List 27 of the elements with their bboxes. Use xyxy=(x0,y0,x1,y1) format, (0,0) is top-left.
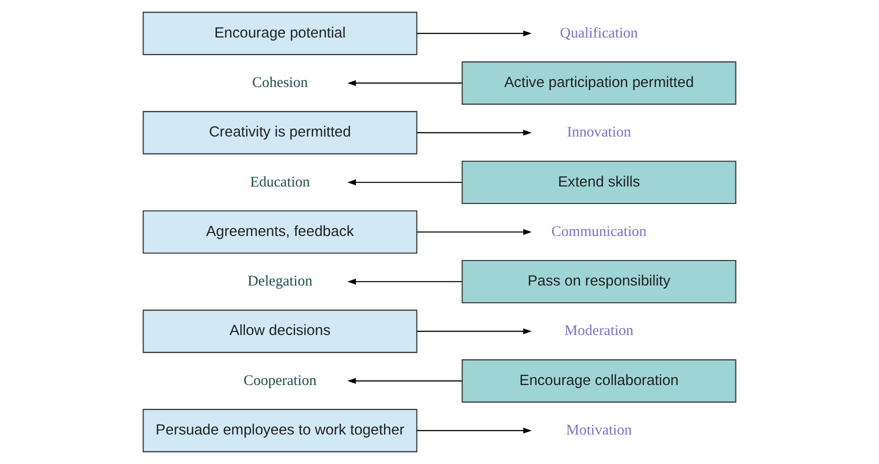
arrow xyxy=(347,378,462,384)
node-text: Qualification xyxy=(560,25,638,42)
node-text: Cooperation xyxy=(244,372,317,389)
node-box: Encourage potential xyxy=(142,12,418,56)
node-box: Active participation permitted xyxy=(462,61,736,105)
node-text: Innovation xyxy=(567,124,631,141)
node-box: Agreements, feedback xyxy=(142,210,418,254)
arrow xyxy=(347,80,462,86)
node-text: Education xyxy=(250,174,310,190)
arrow xyxy=(347,179,462,186)
node-box: Persuade employees to work together xyxy=(142,408,418,452)
node-box: Allow decisions xyxy=(142,310,418,353)
arrow xyxy=(347,278,462,285)
arrow xyxy=(416,328,532,334)
node-text: Cohesion xyxy=(252,74,308,91)
arrow xyxy=(416,428,532,434)
node-text: Communication xyxy=(551,224,647,240)
node-box: Creativity is permitted xyxy=(142,111,418,154)
node-text: Motivation xyxy=(566,422,632,438)
node-box: Pass on responsibility xyxy=(462,260,736,304)
arrow xyxy=(416,30,532,36)
node-box: Encourage collaboration xyxy=(462,359,736,403)
node-text: Moderation xyxy=(564,323,634,340)
node-text: Delegation xyxy=(248,274,312,290)
node-box: Extend skills xyxy=(462,160,736,204)
arrow xyxy=(416,229,532,235)
arrow xyxy=(416,130,532,136)
